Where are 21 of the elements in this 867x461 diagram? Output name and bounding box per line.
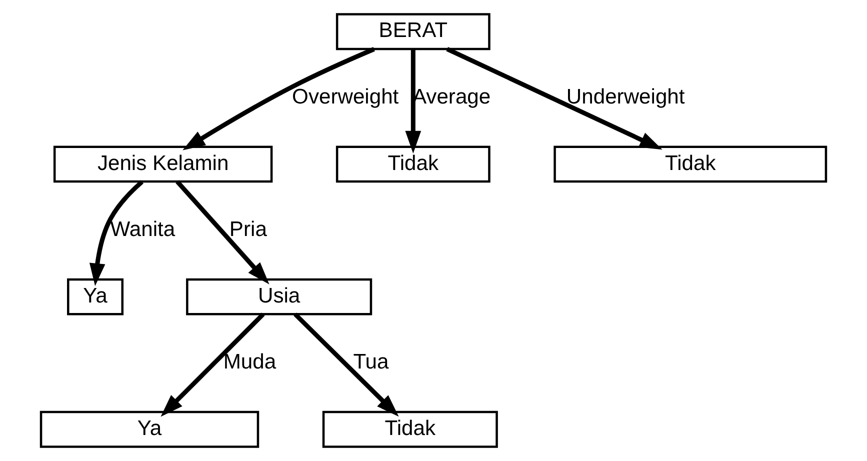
edge-label: Muda [223,350,276,374]
node-box: Ya [67,278,124,316]
edge-label: Pria [229,218,267,242]
node-box: Tidak [322,410,498,448]
node-box: Tidak [554,146,828,183]
node-box: Ya [40,410,260,448]
arrow [446,46,662,150]
arrow [89,180,144,286]
edge-label: Tua [353,350,389,374]
edge-label: Underweight [566,85,685,108]
node-box: Jenis Kelamin [53,146,273,183]
arrow [294,312,399,417]
node-box: Usia [186,278,372,316]
edge-label: Wanita [110,218,176,242]
arrow [182,47,375,150]
arrow [160,312,265,417]
arrow [176,180,270,284]
arrow [405,49,422,154]
node-box: BERAT [336,13,490,50]
edge-label: Overweight [292,85,399,108]
node-box: Tidak [336,146,490,183]
